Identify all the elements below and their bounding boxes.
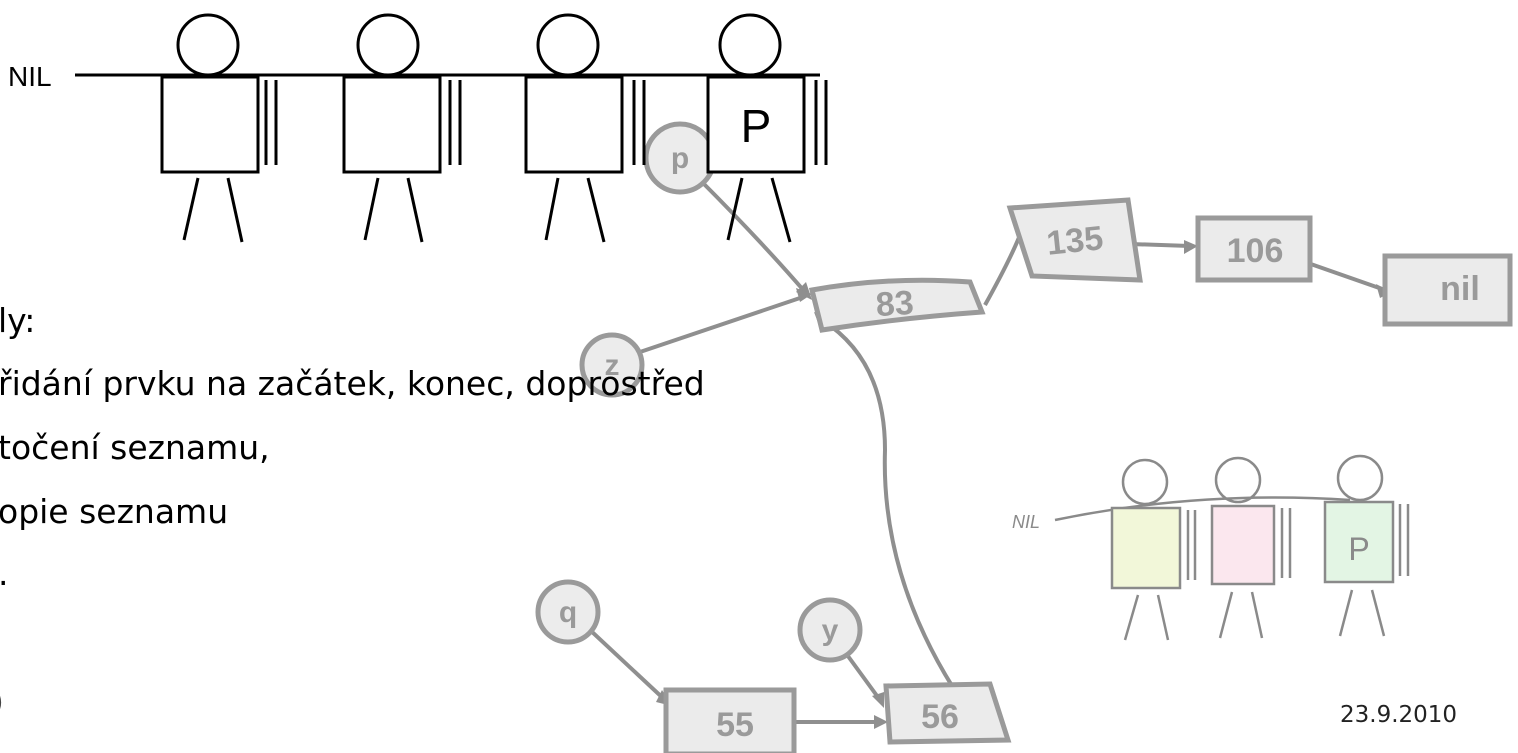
top-p-label: P [741, 100, 772, 152]
arrow-p-to-83 [698, 178, 807, 294]
small-person-1-body [1110, 506, 1182, 590]
small-person-1-leg [1123, 594, 1140, 641]
small-person-3-leg [1370, 589, 1386, 637]
arrow-56-to-83 [820, 318, 992, 742]
small-person-3-leg [1338, 589, 1354, 637]
person-1-body [160, 75, 260, 174]
arrow-z-to-83 [639, 296, 801, 354]
person-1-leg [226, 177, 244, 243]
pointer-q-circle [535, 579, 601, 645]
person-4-head [718, 13, 782, 77]
arrowhead [1184, 240, 1198, 254]
person-2-body [342, 75, 442, 174]
small-person-2-body [1210, 504, 1276, 586]
node-nil-label: nil [1440, 270, 1480, 308]
person-2-leg [363, 177, 380, 241]
node-56-box [883, 681, 1012, 745]
small-person-1-leg [1156, 594, 1170, 641]
node-55-box [663, 687, 797, 753]
small-people-figure [1054, 454, 1410, 641]
small-person-2-head [1214, 456, 1262, 504]
arrow-83-to-135 [983, 234, 1022, 306]
arrowhead [874, 715, 888, 729]
person-3-head [536, 13, 600, 77]
top-nil-label: NIL [8, 61, 52, 92]
pointer-z-label: z [605, 349, 620, 382]
small-nil-label: NIL [1012, 512, 1040, 532]
person-2-head [356, 13, 420, 77]
small-person-3-body [1323, 500, 1395, 584]
small-arm-line [1054, 496, 1351, 522]
footer-date: 23.9.2010 [1340, 702, 1458, 728]
pointer-y-circle [797, 597, 863, 663]
arrow-106-to-nil [1304, 260, 1386, 292]
text-line-5: . [0, 557, 9, 590]
text-line-6: ) [0, 688, 4, 718]
person-3-leg [544, 177, 560, 241]
small-person-3-head [1336, 454, 1384, 502]
node-135-label: 135 [1045, 219, 1105, 263]
node-nil-box [1382, 253, 1513, 327]
node-106-box [1195, 215, 1313, 283]
person-4-leg [726, 177, 744, 241]
arrow-135-to-106 [1129, 242, 1191, 248]
arrowhead [796, 288, 812, 302]
text-line-2: řidání prvku na začátek, konec, doprostř… [0, 364, 705, 403]
text-line-3: točení seznamu, [0, 428, 270, 467]
person-1-head [176, 13, 240, 77]
node-55-label: 55 [716, 706, 754, 744]
small-person-2-leg [1250, 591, 1264, 639]
person-1-leg [182, 177, 200, 241]
node-83-label: 83 [875, 284, 915, 325]
arrowhead [872, 692, 884, 708]
person-3-body [524, 75, 624, 174]
arrow-y-to-56 [843, 650, 882, 702]
pointer-y-label: y [822, 614, 839, 647]
small-p-label: P [1348, 531, 1369, 567]
person-3-leg [586, 177, 606, 243]
pointer-q-label: q [559, 596, 577, 629]
small-person-1-head [1121, 458, 1169, 506]
person-2-leg [406, 177, 424, 243]
node-boxes [663, 197, 1513, 753]
node-106-label: 106 [1227, 232, 1284, 270]
pointer-circles [535, 121, 863, 663]
text-line-1: ly: [0, 301, 36, 340]
people-row-figure [75, 13, 828, 243]
pointer-z-circle [579, 332, 645, 398]
node-83-box [808, 277, 986, 333]
node-135-box [1006, 197, 1143, 283]
person-4-leg [770, 177, 792, 243]
pointer-p-label: p [671, 142, 689, 175]
node-56-label: 56 [921, 698, 959, 736]
text-line-4: opie seznamu [0, 492, 229, 531]
small-person-2-leg [1218, 591, 1234, 639]
arrow-q-to-55 [588, 628, 667, 702]
person-4-body [706, 75, 806, 174]
